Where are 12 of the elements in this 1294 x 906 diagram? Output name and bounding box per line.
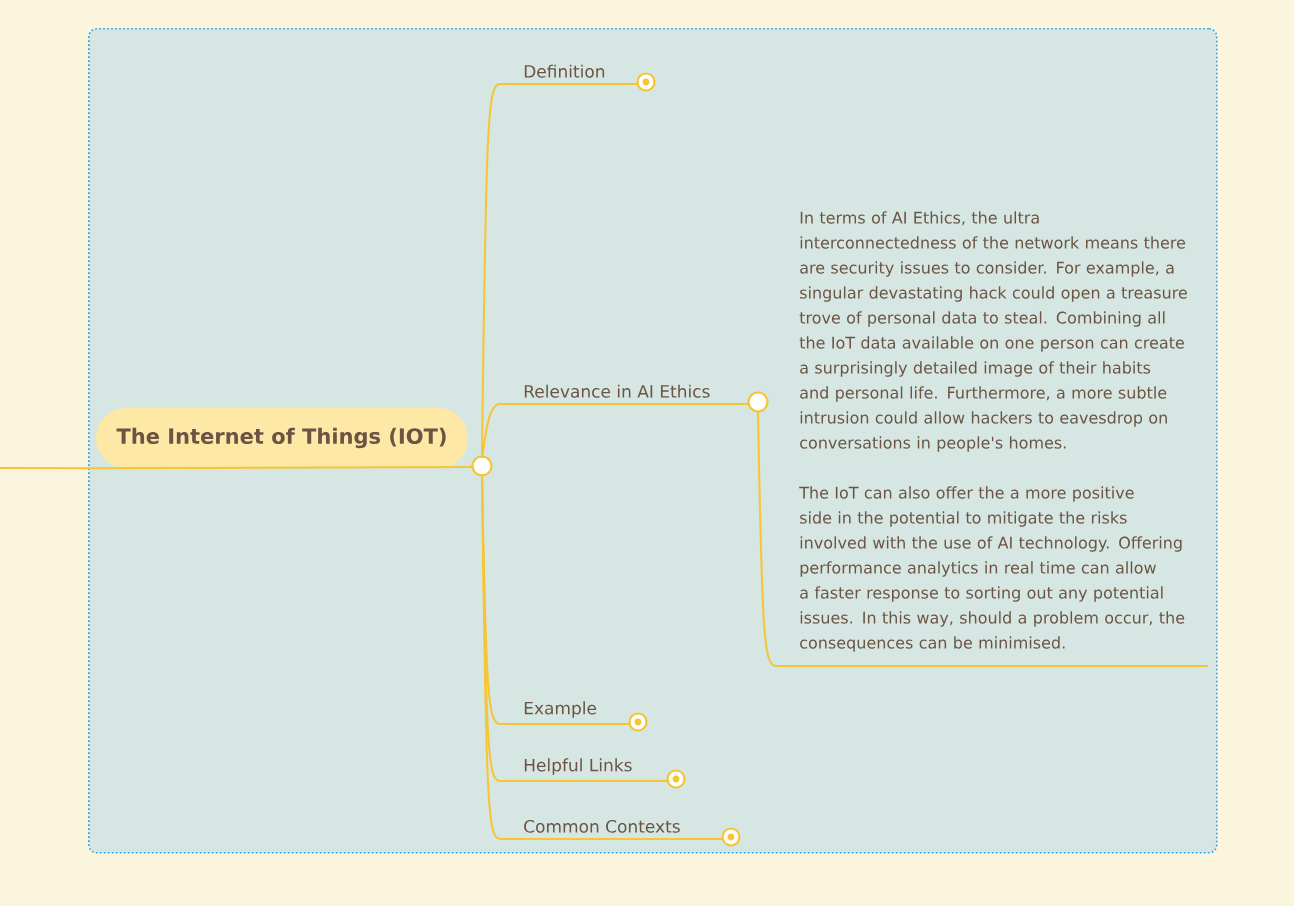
connector bbox=[481, 403, 519, 459]
central-topic: The Internet of Things (IOT) bbox=[94, 408, 493, 477]
topic-label: Relevance in AI Ethics bbox=[517, 384, 769, 413]
connector bbox=[0, 467, 97, 470]
topic-label: Common Contexts bbox=[517, 819, 741, 847]
topic-label: Helpful Links bbox=[517, 758, 686, 789]
paragraph: The IoT can also offer the a more positive side in the potential to mitigate the risks involved with the use of AI technology. Offering performance analytics in real time can allow a faster response to sorting out any potential issues. In this way, should a problem occur, the consequences can be minimised. bbox=[799, 486, 1185, 652]
topic-label: Example bbox=[517, 701, 648, 732]
topic-label: Definition bbox=[517, 64, 656, 92]
group-frame bbox=[88, 28, 1218, 854]
connector bbox=[757, 411, 791, 667]
paragraph: In terms of AI Ethics, the ultra interconnectedness of the network means there are security issues to consider. For example, a singular devastating hack could open a treasure trove of personal data to steal. Combining all the IoT data available on one person can create a surprisingly detailed image of their habits and personal life. Furthermore, a more subtle intrusion could allow hackers to eavesdrop on conversations in people's homes. bbox=[799, 211, 1187, 452]
